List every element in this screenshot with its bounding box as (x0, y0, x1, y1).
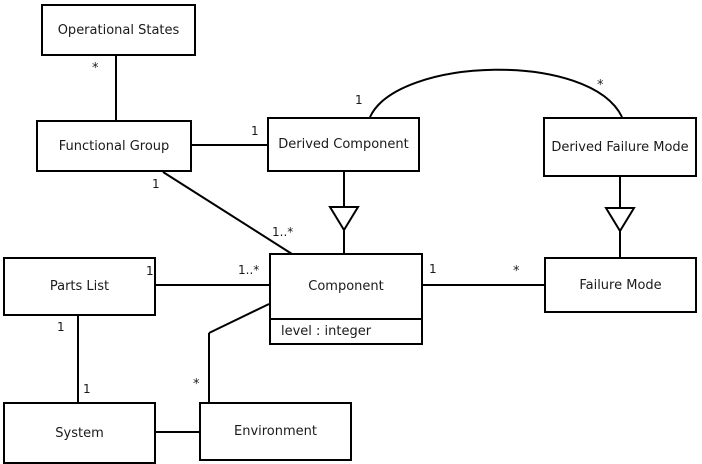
multiplicity-operational-states-functional-group: * (92, 61, 99, 76)
class-box-operational-states[interactable]: Operational States (41, 4, 196, 56)
multiplicity-parts-list-to-system-top: 1 (57, 320, 65, 334)
multiplicity-parts-list-to-component-right: 1..* (238, 263, 260, 277)
class-box-derived-component[interactable]: Derived Component (267, 117, 420, 172)
edge-environment-component-diagonal (208, 303, 270, 334)
class-attribute-component-level: level : integer (271, 318, 421, 343)
multiplicity-component-from-functional-group: 1..* (272, 225, 294, 239)
multiplicity-functional-group-derived-component: 1 (251, 124, 259, 138)
class-box-component[interactable]: Component level : integer (269, 253, 423, 345)
class-name-component: Component (308, 279, 384, 294)
multiplicity-component-to-failure-mode-right: * (513, 264, 520, 279)
class-box-system[interactable]: System (3, 402, 156, 464)
multiplicity-derived-component-arc-source: 1 (355, 93, 363, 107)
class-box-functional-group[interactable]: Functional Group (36, 120, 192, 172)
class-box-parts-list[interactable]: Parts List (3, 257, 156, 316)
class-name-system: System (55, 425, 104, 441)
edge-derived-component-derived-failure-mode (369, 68, 623, 118)
multiplicity-functional-group-component: 1 (152, 177, 160, 191)
class-box-failure-mode[interactable]: Failure Mode (544, 257, 697, 313)
class-box-environment[interactable]: Environment (199, 402, 352, 461)
multiplicity-parts-list-to-component-left: 1 (146, 264, 154, 278)
class-name-functional-group: Functional Group (58, 138, 170, 154)
class-name-derived-component: Derived Component (278, 137, 409, 152)
generalization-arrowhead-component (328, 206, 360, 232)
multiplicity-derived-failure-mode-arc-target: * (597, 78, 604, 93)
generalization-arrowhead-failure-mode (604, 207, 636, 233)
edge-functional-group-component (162, 171, 293, 255)
multiplicity-parts-list-to-system-bottom: 1 (83, 382, 91, 396)
class-name-parts-list: Parts List (49, 279, 110, 294)
class-name-operational-states: Operational States (57, 22, 180, 38)
multiplicity-component-to-failure-mode-left: 1 (429, 262, 437, 276)
class-box-derived-failure-mode[interactable]: Derived Failure Mode (543, 117, 697, 177)
class-name-derived-failure-mode: Derived Failure Mode (551, 139, 689, 155)
multiplicity-environment-to-component: * (193, 377, 200, 392)
class-name-environment: Environment (233, 424, 317, 439)
class-name-failure-mode: Failure Mode (579, 277, 662, 293)
